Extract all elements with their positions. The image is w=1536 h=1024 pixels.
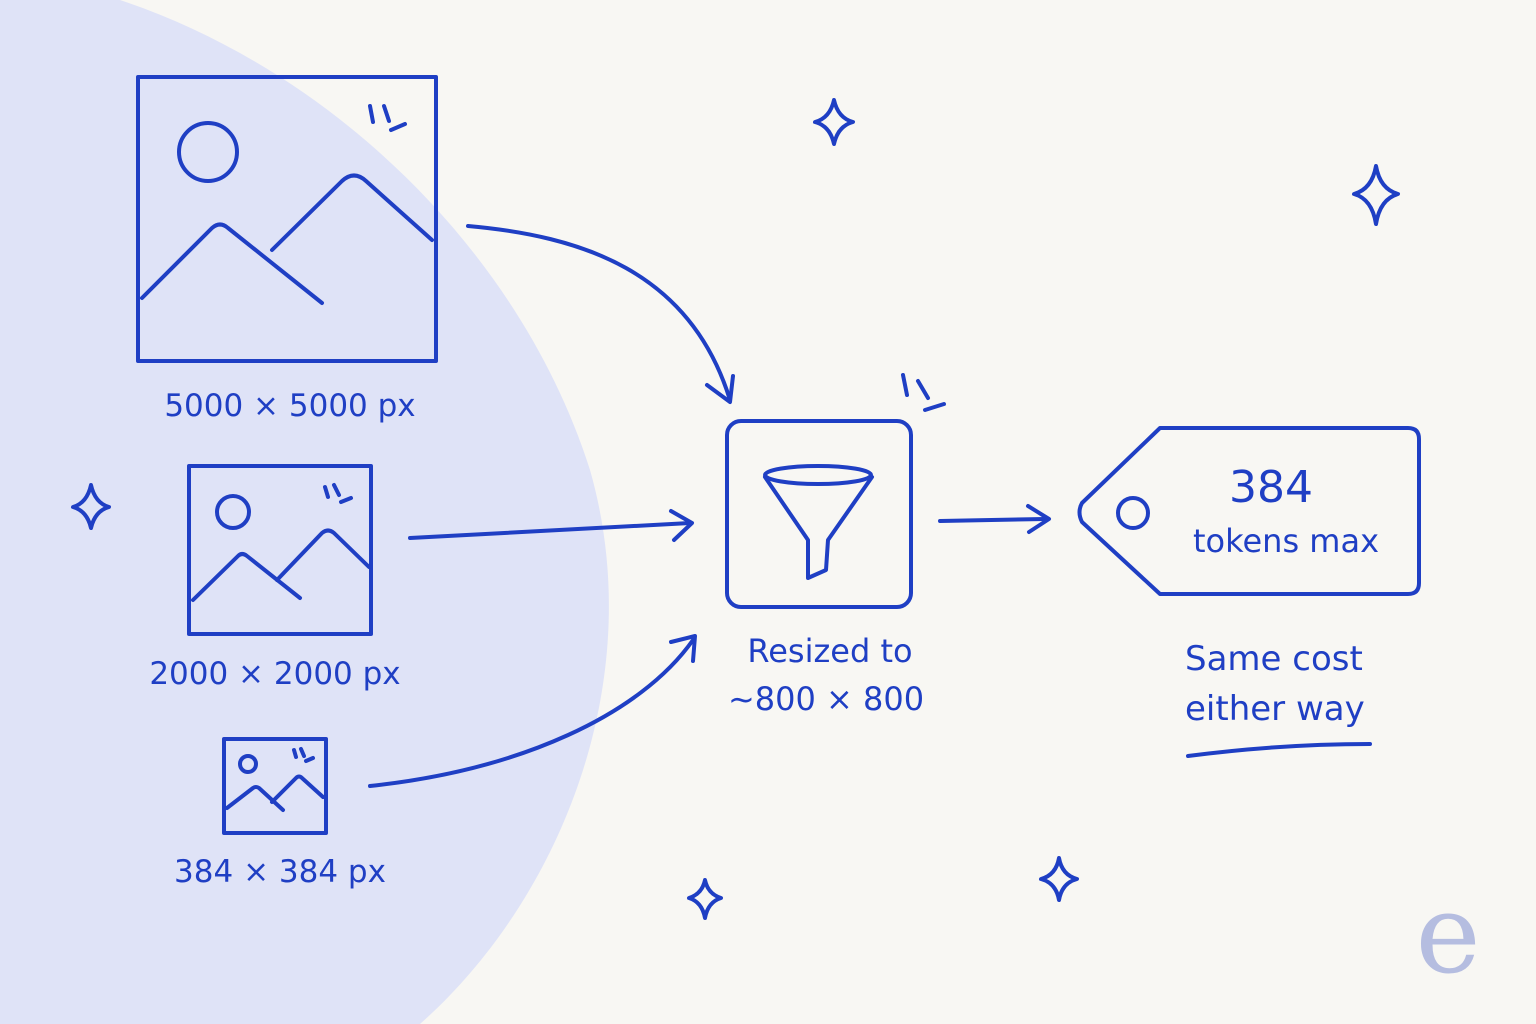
price-tag-icon [1077, 426, 1421, 596]
funnel-box [725, 373, 946, 609]
note-line2: either way [1185, 689, 1365, 729]
arrow-large-to-funnel [466, 224, 735, 404]
medium-image-icon [187, 464, 373, 636]
tag-unit: tokens max [1193, 522, 1379, 560]
brand-logo: e [1415, 870, 1480, 998]
label-large-image: 5000 × 5000 px [164, 388, 415, 424]
arrow-medium-to-funnel [408, 509, 694, 542]
arrow-small-to-funnel [368, 634, 697, 788]
arrow-funnel-to-tag [938, 504, 1051, 534]
resizer-label-line2: ~800 × 800 [728, 680, 924, 718]
small-image-icon [222, 737, 328, 835]
resizer-label-line1: Resized to [747, 632, 912, 670]
funnel-icon [763, 464, 874, 580]
sparkle-lines [901, 373, 946, 412]
sparkle-star-icons [71, 98, 1400, 920]
note-line1: Same cost [1185, 639, 1363, 679]
tag-value: 384 [1229, 462, 1313, 513]
large-image-icon [136, 75, 438, 363]
background-blob [0, 0, 609, 1024]
note-underline [1186, 742, 1372, 758]
label-medium-image: 2000 × 2000 px [149, 656, 400, 692]
label-small-image: 384 × 384 px [174, 854, 386, 890]
